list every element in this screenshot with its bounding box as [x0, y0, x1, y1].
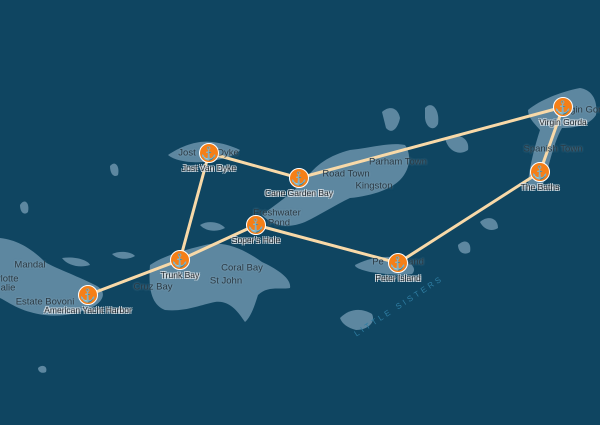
stop-marker-trunk-bay[interactable]: ⚓	[170, 250, 190, 270]
stop-marker-sopers-hole[interactable]: ⚓	[246, 215, 266, 235]
place-label: alie	[0, 282, 16, 294]
stop-label: Trunk Bay	[160, 270, 200, 280]
stop-label: American Yacht Harbor	[44, 305, 132, 315]
anchor-icon: ⚓	[290, 170, 308, 186]
place-label: and	[408, 256, 424, 268]
anchor-icon: ⚓	[554, 99, 572, 115]
place-label: Mandal	[14, 259, 46, 271]
place-label: Pond	[267, 217, 291, 229]
stop-label: Virgin Gorda	[539, 117, 587, 127]
place-label: Coral Bay	[221, 262, 263, 274]
place-label: Virgin Gor	[558, 104, 600, 116]
place-label: rlotte	[0, 273, 19, 285]
stop-marker-the-baths[interactable]: ⚓	[530, 162, 550, 182]
anchor-icon: ⚓	[171, 252, 189, 268]
place-label: St John	[209, 275, 243, 287]
stop-label: Soper's Hole	[231, 235, 281, 245]
place-label: Road Town	[322, 168, 370, 180]
place-label: Pe	[372, 256, 384, 268]
stop-label: Peter Island	[375, 273, 421, 283]
place-label: Estate Bovoni	[15, 296, 75, 308]
place-label: Freshwater	[253, 207, 301, 219]
stop-marker-american-yacht-harbor[interactable]: ⚓	[78, 285, 98, 305]
anchor-icon: ⚓	[247, 217, 265, 233]
place-label: Parham Town	[369, 156, 427, 168]
place-label: Spanish Town	[523, 143, 583, 155]
sailing-route	[86, 105, 565, 297]
anchor-icon: ⚓	[79, 287, 97, 303]
anchor-icon: ⚓	[531, 164, 549, 180]
stop-marker-cane-garden-bay[interactable]: ⚓	[289, 168, 309, 188]
place-label: Cruz Bay	[133, 281, 173, 293]
stop-label: Jost Van Dyke	[181, 163, 237, 173]
stop-label: The Baths	[520, 182, 560, 192]
place-label: Jost	[178, 147, 196, 159]
anchor-icon: ⚓	[389, 255, 407, 271]
place-label: Kingston	[355, 180, 393, 192]
anchor-icon: ⚓	[200, 145, 218, 161]
stop-marker-peter-island[interactable]: ⚓	[388, 253, 408, 273]
stop-marker-jost-van-dyke[interactable]: ⚓	[199, 143, 219, 163]
stop-marker-virgin-gorda[interactable]: ⚓	[553, 97, 573, 117]
place-label: Dyke	[217, 147, 239, 159]
stop-label: Cane Garden Bay	[264, 188, 334, 198]
